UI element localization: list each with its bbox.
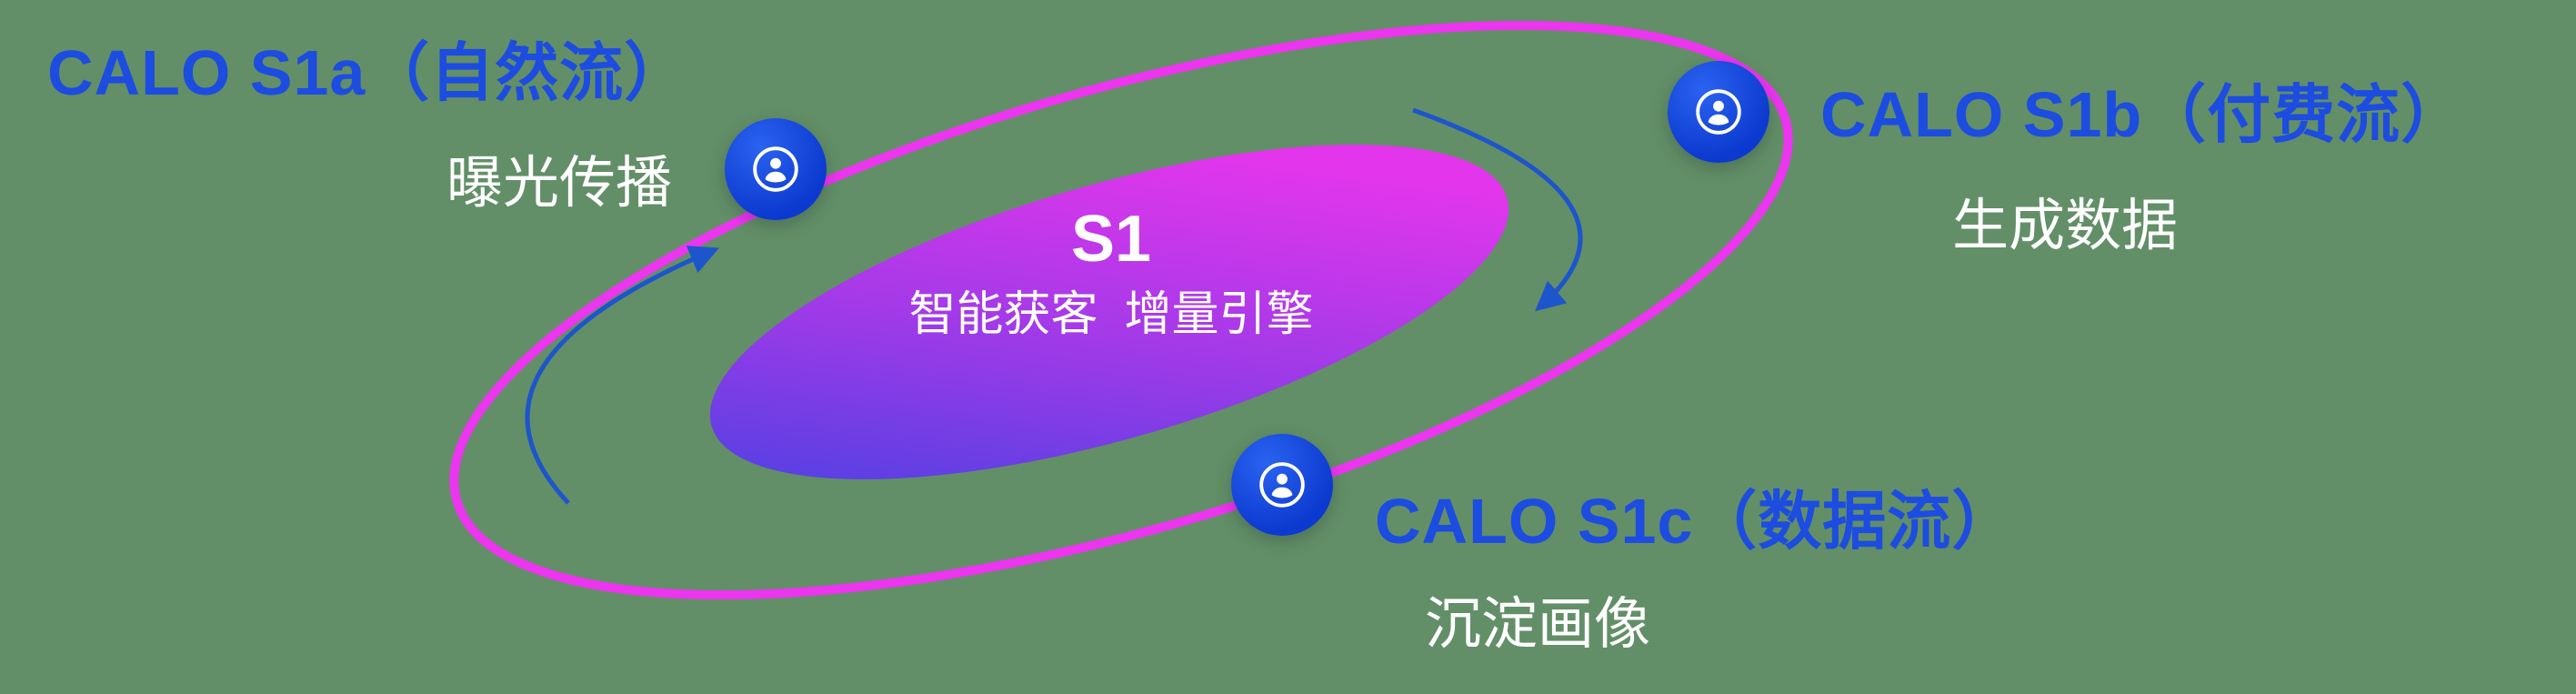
- label-s1a-title: CALO S1a（自然流）: [47, 37, 689, 108]
- label-s1a-subtitle: 曝光传播: [446, 152, 673, 215]
- user-icon: [1689, 82, 1749, 142]
- core-ellipse: [709, 145, 1509, 479]
- node-s1c: [1231, 434, 1333, 536]
- label-s1c-title: CALO S1c（数据流）: [1375, 486, 2017, 557]
- label-s1b-title: CALO S1b（付费流）: [1820, 79, 2466, 150]
- node-s1a: [725, 118, 827, 220]
- flow-arrow-left: [525, 246, 719, 505]
- user-icon: [746, 139, 806, 199]
- core-subtitle: 智能获客 增量引擎: [908, 288, 1314, 342]
- label-s1b-subtitle: 生成数据: [1952, 195, 2179, 257]
- flow-arrow-right: [1412, 107, 1583, 312]
- user-icon: [1252, 455, 1312, 515]
- node-s1b: [1668, 61, 1769, 163]
- label-s1c-subtitle: 沉淀画像: [1425, 593, 1651, 656]
- orbit-ring: [449, 20, 1793, 600]
- core-title: S1: [1070, 203, 1152, 276]
- core-text: S1 智能获客 增量引擎: [908, 203, 1314, 344]
